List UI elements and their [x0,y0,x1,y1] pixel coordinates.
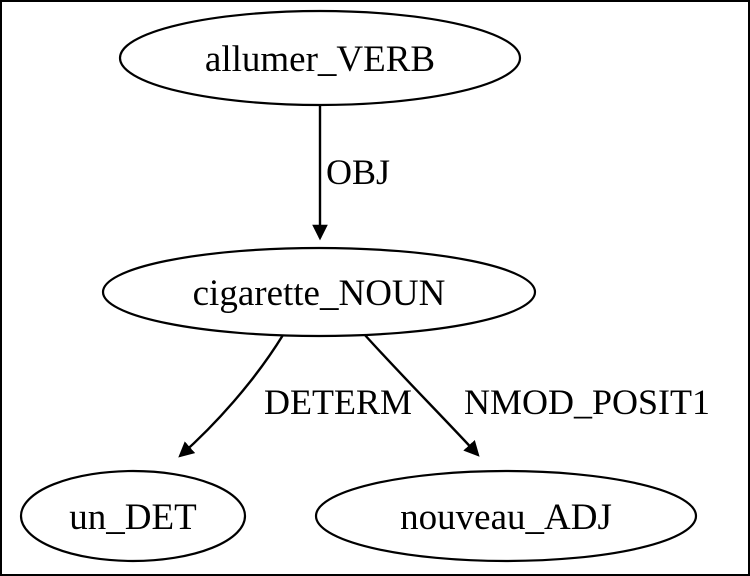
node-allumer-verb-ellipse [118,9,522,107]
edge-determ: DETERM [178,334,412,458]
node-un-det-label: un_DET [69,497,196,538]
node-cigarette-noun-ellipse [101,246,537,338]
edge-obj-label: OBJ [326,152,390,192]
edge-nmod-posit1-line [363,333,480,457]
edge-determ-line [178,334,285,458]
node-allumer-verb: allumer_VERB [118,9,522,107]
edge-nmod-posit1-label: NMOD_POSIT1 [464,382,710,422]
node-nouveau-adj: nouveau_ADJ [314,469,698,563]
edge-determ-label: DETERM [264,382,412,422]
node-nouveau-adj-label: nouveau_ADJ [400,497,612,538]
node-un-det-ellipse [19,469,247,563]
node-cigarette-noun-label: cigarette_NOUN [193,273,446,314]
edge-obj: OBJ [312,106,390,241]
node-un-det: un_DET [19,469,247,563]
node-allumer-verb-label: allumer_VERB [205,39,435,80]
node-nouveau-adj-ellipse [314,469,698,563]
node-cigarette-noun: cigarette_NOUN [101,246,537,338]
edge-nmod-posit1: NMOD_POSIT1 [363,333,710,457]
